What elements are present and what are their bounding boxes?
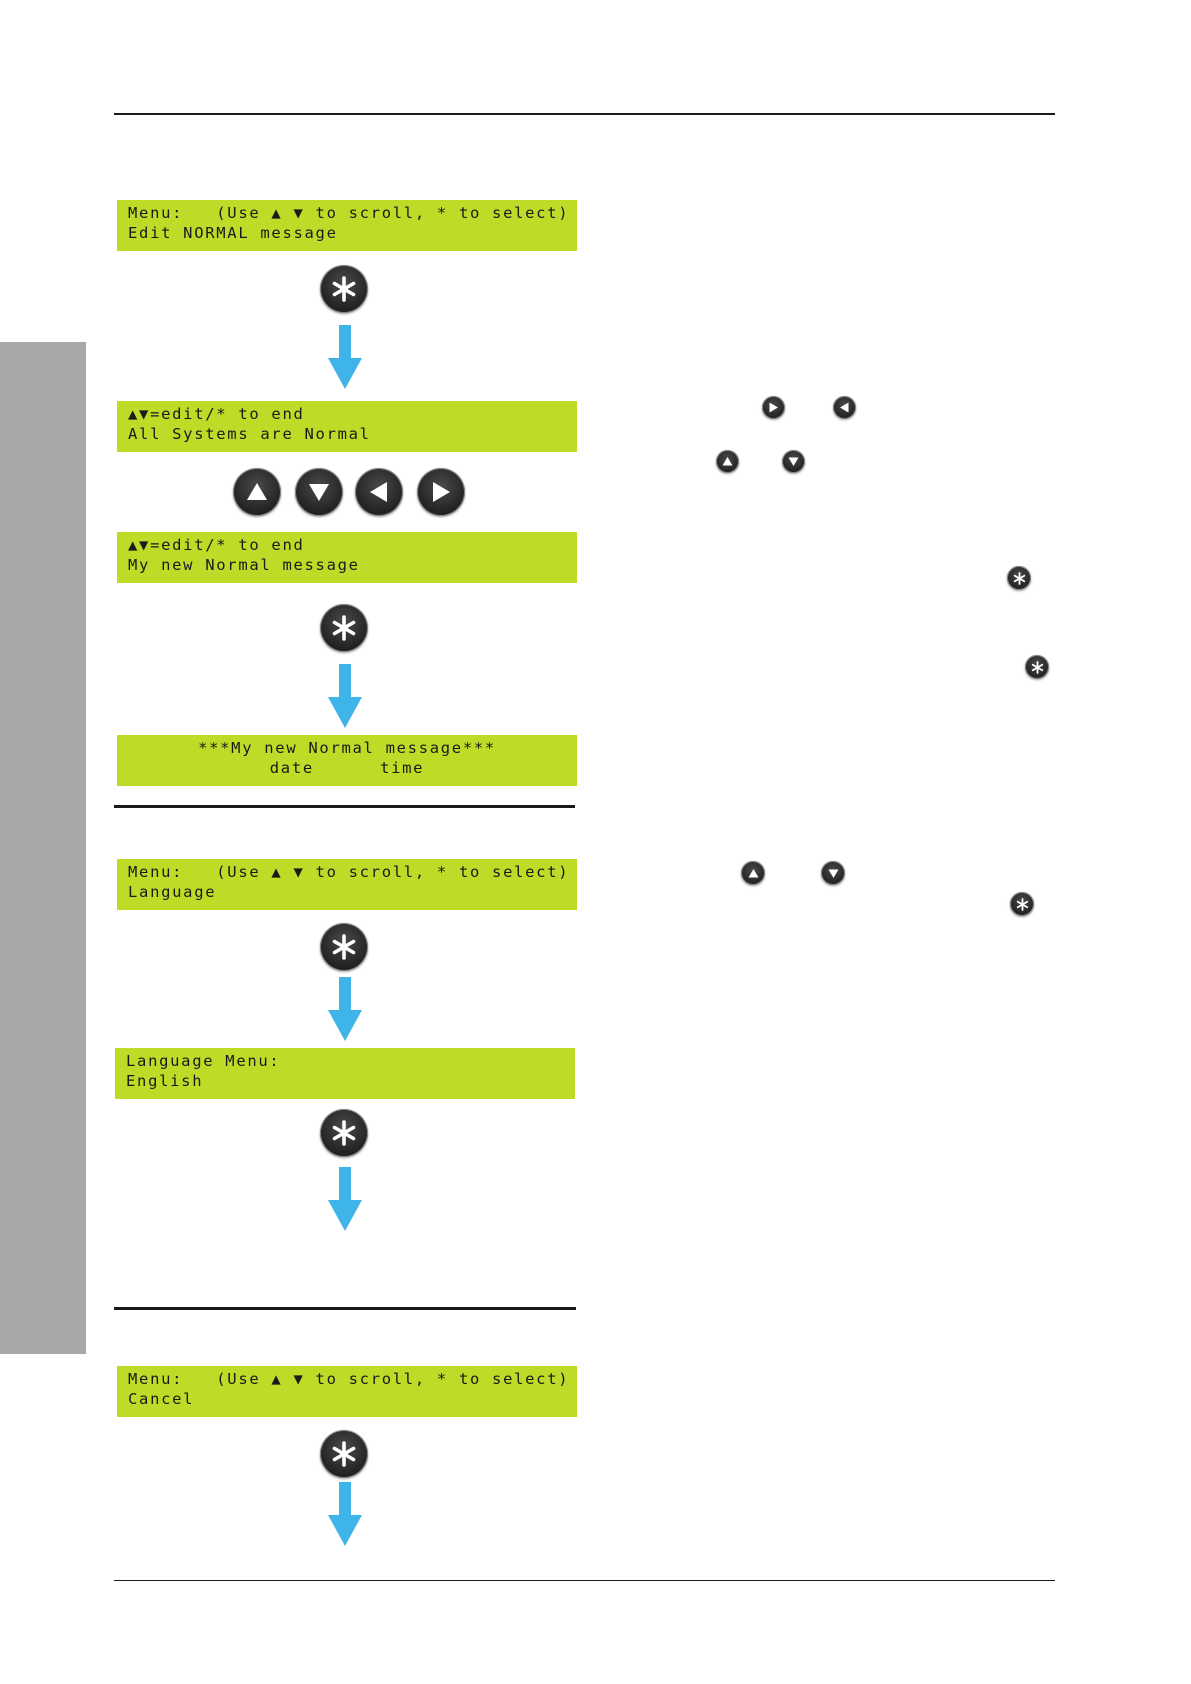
lcd-line-1: ▲▼=edit/* to end [128,405,305,423]
down-flow-arrow-icon [328,1482,362,1546]
lcd-line-1: ***My new Normal message*** [198,739,496,757]
lcd-display-language-select: Language Menu: English [115,1048,575,1099]
side-tab [0,342,86,1354]
down-flow-arrow-icon [328,325,362,389]
lcd-line-2: date time [269,759,425,777]
header-rule [114,113,1055,115]
left-arrow-icon[interactable] [355,468,403,516]
asterisk-icon[interactable] [320,604,368,652]
down-flow-arrow-icon [328,977,362,1041]
section-divider [114,805,575,808]
down-arrow-icon [821,861,845,885]
asterisk-icon[interactable] [320,1430,368,1478]
footer-rule [114,1580,1055,1581]
lcd-line-1: ▲▼=edit/* to end [128,536,305,554]
lcd-line-2: English [126,1072,204,1090]
lcd-line-1: Menu: (Use ▲ ▼ to scroll, * to select) [128,1370,570,1388]
lcd-display-language-menu: Menu: (Use ▲ ▼ to scroll, * to select) L… [117,859,577,910]
up-arrow-icon [716,450,739,473]
lcd-line-1: Menu: (Use ▲ ▼ to scroll, * to select) [128,204,570,222]
right-arrow-icon[interactable] [417,468,465,516]
down-arrow-icon [782,450,805,473]
lcd-line-2: All Systems are Normal [128,425,371,443]
down-flow-arrow-icon [328,1167,362,1231]
left-arrow-icon [833,396,856,419]
asterisk-icon [1010,892,1034,916]
asterisk-icon [1007,566,1031,590]
lcd-display-normal-result: ***My new Normal message*** date time [117,735,577,786]
down-arrow-icon[interactable] [295,468,343,516]
down-flow-arrow-icon [328,664,362,728]
lcd-line-2: Edit NORMAL message [128,224,338,242]
section-divider [114,1307,576,1310]
up-arrow-icon[interactable] [233,468,281,516]
lcd-line-1: Menu: (Use ▲ ▼ to scroll, * to select) [128,863,570,881]
up-arrow-icon [741,861,765,885]
asterisk-icon[interactable] [320,1109,368,1157]
lcd-line-1: Language Menu: [126,1052,281,1070]
lcd-display-edit-prompt-2: ▲▼=edit/* to end My new Normal message [117,532,577,583]
asterisk-icon[interactable] [320,923,368,971]
lcd-line-2: Language [128,883,217,901]
asterisk-icon[interactable] [320,265,368,313]
lcd-line-2: Cancel [128,1390,195,1408]
right-arrow-icon [762,396,785,419]
lcd-display-cancel-menu: Menu: (Use ▲ ▼ to scroll, * to select) C… [117,1366,577,1417]
lcd-display-edit-normal-menu: Menu: (Use ▲ ▼ to scroll, * to select) E… [117,200,577,251]
asterisk-icon [1025,655,1049,679]
lcd-display-edit-prompt-1: ▲▼=edit/* to end All Systems are Normal [117,401,577,452]
lcd-line-2: My new Normal message [128,556,360,574]
